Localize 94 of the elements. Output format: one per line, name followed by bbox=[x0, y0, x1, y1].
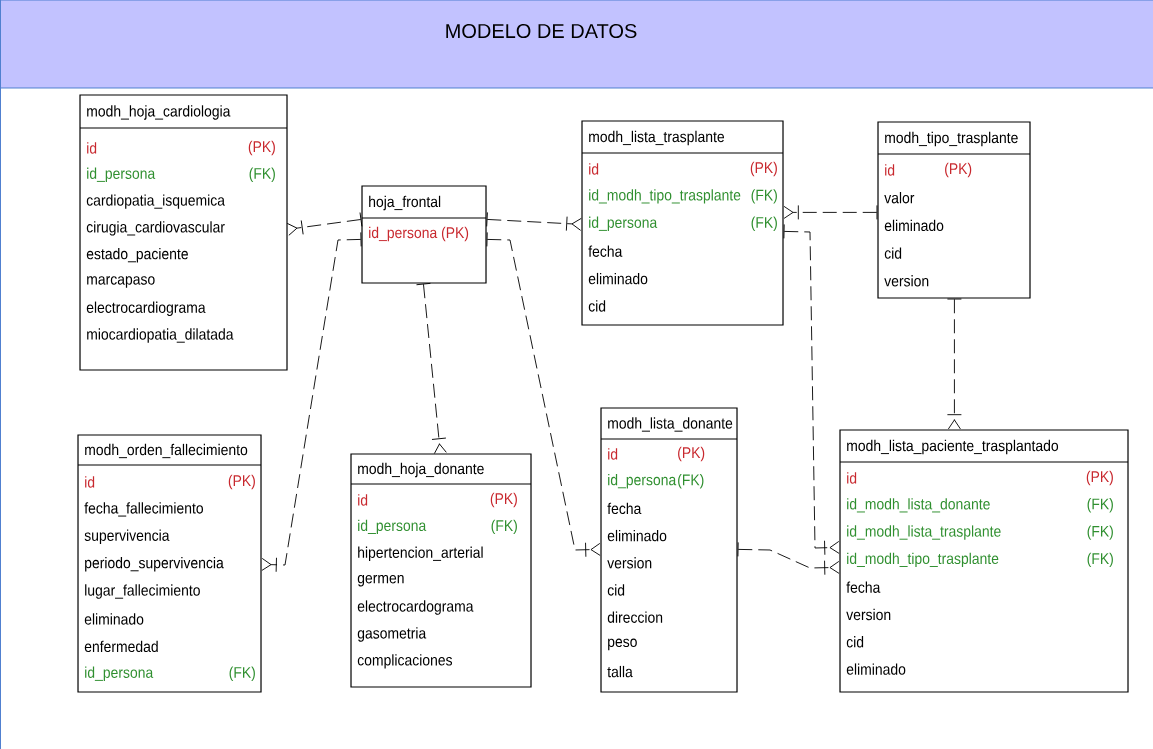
column-name: id_persona bbox=[87, 167, 156, 182]
column-name: gasometria bbox=[357, 627, 427, 642]
column-name: id_modh_tipo_trasplante bbox=[589, 189, 741, 204]
key-marker: (FK) bbox=[1087, 525, 1113, 540]
key-marker: (FK) bbox=[1087, 552, 1113, 568]
column-name: version bbox=[884, 275, 929, 287]
entity-table bbox=[839, 429, 1129, 693]
column-name: germen bbox=[357, 574, 404, 587]
column-name: valor bbox=[884, 192, 915, 204]
column-name: peso bbox=[608, 638, 637, 651]
entity-table bbox=[79, 94, 288, 371]
column-name: eliminado bbox=[884, 219, 944, 232]
key-marker: (PK) bbox=[1086, 470, 1113, 486]
column-name: eliminado bbox=[607, 529, 667, 542]
key-marker: (PK) bbox=[228, 474, 255, 490]
relationship-line bbox=[261, 231, 362, 573]
table-title: modh_hoja_donante bbox=[358, 462, 484, 478]
column-name: id_modh_tipo_trasplante bbox=[847, 552, 999, 568]
key-marker: (FK) bbox=[678, 474, 704, 489]
column-name: id bbox=[87, 142, 97, 154]
relationship-line bbox=[416, 282, 447, 454]
column-name: id_modh_lista_trasplante bbox=[847, 525, 1001, 540]
column-name: id_persona (PK) bbox=[369, 226, 469, 242]
column-name: direccion bbox=[607, 611, 663, 623]
column-name: cardiopatia_isquemica bbox=[86, 194, 225, 209]
relationship-line bbox=[737, 541, 840, 576]
column-name: id bbox=[885, 164, 895, 176]
column-name: id bbox=[608, 448, 618, 460]
column-name: id_modh_lista_donante bbox=[847, 498, 990, 513]
column-name: id bbox=[589, 163, 599, 175]
relationship-line bbox=[946, 298, 962, 430]
key-marker: (PK) bbox=[678, 446, 705, 462]
column-name: id_persona bbox=[589, 216, 658, 231]
column-name: hipertencion_arterial bbox=[358, 546, 483, 561]
column-name: id_persona bbox=[608, 473, 677, 489]
column-name: estado_paciente bbox=[86, 247, 188, 263]
entity-table bbox=[877, 121, 1031, 299]
column-name: id_persona bbox=[358, 519, 427, 535]
column-name: cid bbox=[846, 636, 864, 648]
entity-table bbox=[361, 185, 487, 284]
column-name: eliminado bbox=[84, 613, 144, 625]
column-name: enfermedad bbox=[84, 640, 158, 653]
column-name: eliminado bbox=[846, 663, 906, 675]
column-name: electrocardograma bbox=[357, 600, 474, 615]
table-title: modh_lista_paciente_trasplantado bbox=[847, 439, 1059, 455]
table-title: modh_hoja_cardiologia bbox=[87, 105, 231, 120]
table-title: modh_lista_trasplante bbox=[589, 130, 725, 146]
column-name: cid bbox=[884, 247, 902, 259]
entity-table bbox=[581, 120, 784, 326]
column-name: id bbox=[358, 494, 368, 506]
column-name: version bbox=[846, 608, 891, 621]
key-marker: (FK) bbox=[491, 519, 517, 535]
column-name: cid bbox=[607, 584, 625, 596]
column-name: id bbox=[85, 476, 95, 488]
key-marker: (FK) bbox=[1087, 498, 1113, 513]
key-marker: (FK) bbox=[751, 189, 777, 204]
entity-table bbox=[77, 434, 262, 693]
column-name: id_persona bbox=[85, 666, 154, 681]
column-name: eliminado bbox=[588, 272, 648, 285]
column-name: lugar_fallecimiento bbox=[85, 584, 200, 599]
entity-table bbox=[350, 453, 532, 688]
relationship-line bbox=[286, 212, 363, 236]
column-name: complicaciones bbox=[357, 654, 453, 669]
relationship-line bbox=[486, 212, 582, 232]
key-marker: (FK) bbox=[229, 666, 255, 681]
entity-table bbox=[600, 407, 738, 693]
key-marker: (PK) bbox=[945, 162, 972, 178]
column-name: cirugia_cardiovascular bbox=[86, 221, 225, 236]
table-title: hoja_frontal bbox=[369, 195, 441, 211]
column-name: fecha bbox=[607, 502, 642, 515]
key-marker: (FK) bbox=[249, 167, 275, 182]
column-name: fecha bbox=[588, 245, 623, 257]
key-marker: (PK) bbox=[248, 140, 275, 156]
table-title: modh_tipo_trasplante bbox=[885, 131, 1018, 147]
relationship-line bbox=[783, 223, 840, 556]
table-title: modh_orden_fallecimiento bbox=[85, 443, 248, 459]
key-marker: (PK) bbox=[490, 492, 517, 508]
column-name: miocardiopatia_dilatada bbox=[87, 328, 234, 343]
column-name: id bbox=[847, 472, 857, 484]
column-name: version bbox=[607, 557, 652, 569]
column-name: marcapaso bbox=[87, 276, 155, 288]
column-name: cid bbox=[588, 300, 606, 312]
column-name: electrocardiograma bbox=[86, 301, 206, 316]
column-name: talla bbox=[607, 665, 633, 678]
relationship-line bbox=[486, 231, 601, 558]
column-name: supervivencia bbox=[84, 529, 170, 544]
table-title: modh_lista_donante bbox=[608, 417, 733, 432]
relationship-line bbox=[783, 204, 878, 220]
column-name: fecha bbox=[846, 581, 881, 593]
column-name: fecha_fallecimiento bbox=[84, 502, 203, 517]
column-name: periodo_supervivencia bbox=[85, 556, 224, 572]
key-marker: (FK) bbox=[751, 216, 777, 231]
key-marker: (PK) bbox=[750, 161, 777, 177]
header-band: MODELO DE DATOS bbox=[0, 0, 1153, 89]
